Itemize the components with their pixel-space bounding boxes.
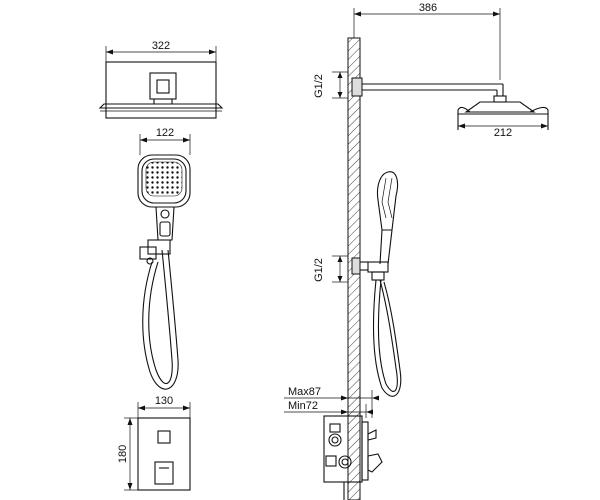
- dim-130-label: 130: [155, 395, 173, 407]
- shower-arm-side-view: [351, 77, 507, 103]
- dimension-212: 212: [458, 123, 548, 139]
- dimension-322: 322: [105, 40, 217, 62]
- rain-head-side-view: [457, 101, 549, 130]
- mixer-plate-front-view: [137, 417, 191, 491]
- dim-322-label: 322: [152, 40, 170, 52]
- dimension-386: 386: [353, 2, 501, 80]
- depth-min-label: Min72: [288, 400, 318, 412]
- inlet-bottom-label: G1/2: [313, 258, 325, 282]
- dimension-122: 122: [139, 127, 191, 155]
- handheld-shower-front-view: [137, 154, 191, 390]
- dim-122-label: 122: [156, 127, 174, 139]
- dimension-130: 130: [137, 395, 191, 418]
- depth-max-label: Max87: [288, 386, 321, 398]
- depth-dimensions: Max87 Min72: [284, 386, 379, 418]
- inlet-g12-top: G1/2: [313, 71, 348, 99]
- inlet-g12-bottom: G1/2: [313, 255, 368, 283]
- dimension-180: 180: [117, 417, 138, 491]
- handheld-shower-side-view: [367, 171, 402, 397]
- rain-head-front-view: [98, 61, 224, 119]
- dim-212-label: 212: [494, 127, 512, 139]
- inlet-top-label: G1/2: [313, 74, 325, 98]
- dim-386-label: 386: [419, 2, 437, 14]
- concealed-mixer-valve: [323, 415, 383, 500]
- dim-180-label: 180: [117, 445, 129, 463]
